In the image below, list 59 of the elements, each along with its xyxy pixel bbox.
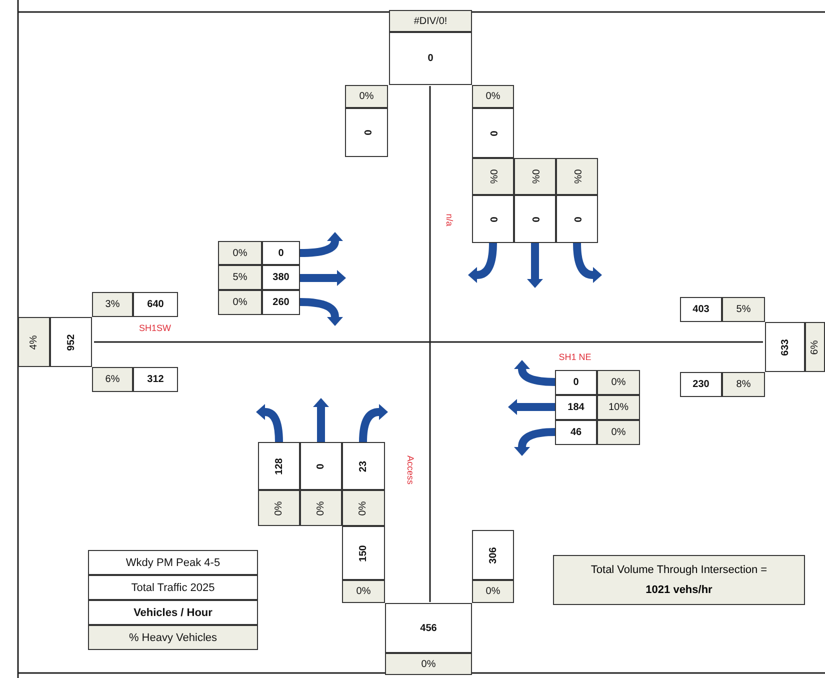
road-name: n/a [443, 212, 455, 228]
volume-cell: 150 [342, 526, 385, 580]
percent-cell: 0% [597, 370, 640, 395]
volume-cell: 952 [50, 317, 92, 367]
percent-cell: 5% [722, 297, 765, 322]
volume-cell: 230 [680, 372, 722, 397]
percent-cell: 0% [342, 580, 385, 603]
percent-cell: 10% [597, 395, 640, 420]
key-row: % Heavy Vehicles [88, 625, 258, 650]
percent-cell: #DIV/0! [389, 10, 472, 32]
volume-cell: 0 [472, 195, 514, 243]
volume-cell: 46 [555, 420, 597, 445]
percent-cell: 8% [722, 372, 765, 397]
percent-cell: 0% [514, 158, 556, 195]
percent-cell: 6% [805, 322, 825, 372]
percent-cell: 0% [300, 490, 342, 526]
volume-cell: 0 [556, 195, 598, 243]
total-volume-text: Total Volume Through Intersection = [590, 564, 768, 576]
volume-cell: 260 [262, 290, 300, 315]
percent-cell: 3% [92, 292, 133, 317]
percent-cell: 0% [218, 241, 262, 265]
percent-cell: 0% [556, 158, 598, 195]
percent-cell: 0% [345, 85, 388, 108]
road-name: SH1SW [138, 322, 172, 335]
volume-cell: 380 [262, 265, 300, 290]
total-volume-value: 1021 vehs/hr [646, 584, 712, 596]
volume-cell: 128 [258, 442, 300, 490]
volume-cell: 0 [555, 370, 597, 395]
volume-cell: 0 [345, 108, 388, 157]
key-row: Total Traffic 2025 [88, 575, 258, 600]
percent-cell: 0% [472, 158, 514, 195]
total-volume-box [553, 555, 805, 605]
volume-cell: 0 [262, 241, 300, 265]
percent-cell: 0% [597, 420, 640, 445]
percent-cell: 4% [18, 317, 50, 367]
volume-cell: 23 [342, 442, 385, 490]
volume-cell: 306 [472, 530, 514, 580]
percent-cell: 0% [258, 490, 300, 526]
percent-cell: 5% [218, 265, 262, 290]
volume-cell: 0 [514, 195, 556, 243]
volume-cell: 184 [555, 395, 597, 420]
volume-cell: 0 [472, 108, 514, 158]
volume-cell: 312 [133, 367, 178, 392]
key-row: Wkdy PM Peak 4-5 [88, 550, 258, 575]
percent-cell: 6% [92, 367, 133, 392]
volume-cell: 0 [389, 32, 472, 85]
road-name: Access [404, 454, 416, 486]
percent-cell: 0% [385, 653, 472, 675]
percent-cell: 0% [472, 85, 514, 108]
percent-cell: 0% [342, 490, 385, 526]
key-row: Vehicles / Hour [88, 600, 258, 625]
volume-cell: 0 [300, 442, 342, 490]
percent-cell: 0% [472, 580, 514, 603]
volume-cell: 640 [133, 292, 178, 317]
percent-cell: 0% [218, 290, 262, 315]
volume-cell: 403 [680, 297, 722, 322]
volume-cell: 633 [765, 322, 805, 372]
volume-cell: 456 [385, 603, 472, 653]
road-name: SH1 NE [558, 351, 592, 364]
